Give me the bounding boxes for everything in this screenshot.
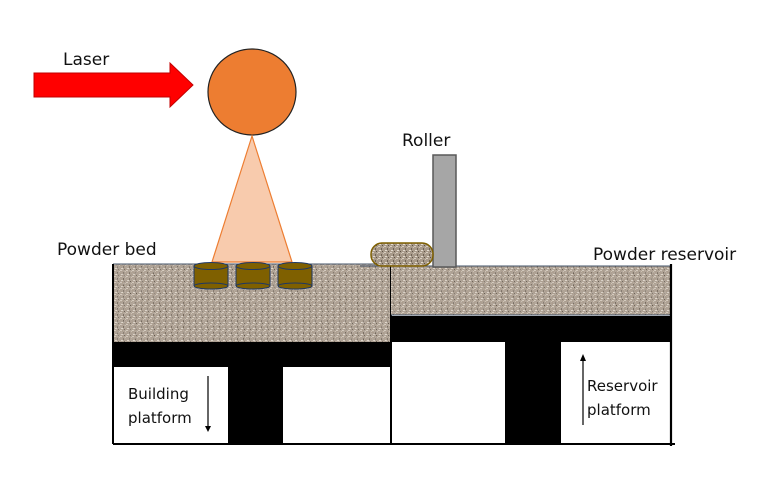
laser-source bbox=[207, 48, 297, 136]
building-platform-plate bbox=[113, 342, 391, 367]
printed-parts bbox=[193, 262, 313, 290]
printed-part bbox=[193, 262, 229, 290]
down-arrow-icon bbox=[205, 376, 211, 432]
building-platform-piston bbox=[228, 367, 283, 443]
reservoir-platform-piston bbox=[505, 342, 561, 444]
building-platform-label-line1: Building bbox=[128, 385, 189, 403]
roller-powder-heap bbox=[370, 242, 434, 267]
printed-part bbox=[277, 262, 313, 290]
roller-arm bbox=[432, 154, 457, 268]
powder-bed-label: Powder bed bbox=[57, 240, 157, 260]
powder-reservoir-label: Powder reservoir bbox=[593, 245, 736, 265]
reservoir-platform-label-line2: platform bbox=[587, 401, 651, 419]
laser-label: Laser bbox=[63, 50, 109, 70]
printed-part bbox=[235, 262, 271, 290]
powder-reservoir bbox=[391, 266, 671, 315]
laser-arrow bbox=[33, 61, 194, 109]
reservoir-platform-label-line1: Reservoir bbox=[587, 377, 658, 395]
roller-label: Roller bbox=[402, 131, 450, 151]
reservoir-platform-plate bbox=[391, 316, 671, 342]
laser-beam bbox=[211, 134, 293, 263]
building-platform-label-line2: platform bbox=[128, 409, 192, 427]
up-arrow-icon bbox=[580, 354, 586, 425]
